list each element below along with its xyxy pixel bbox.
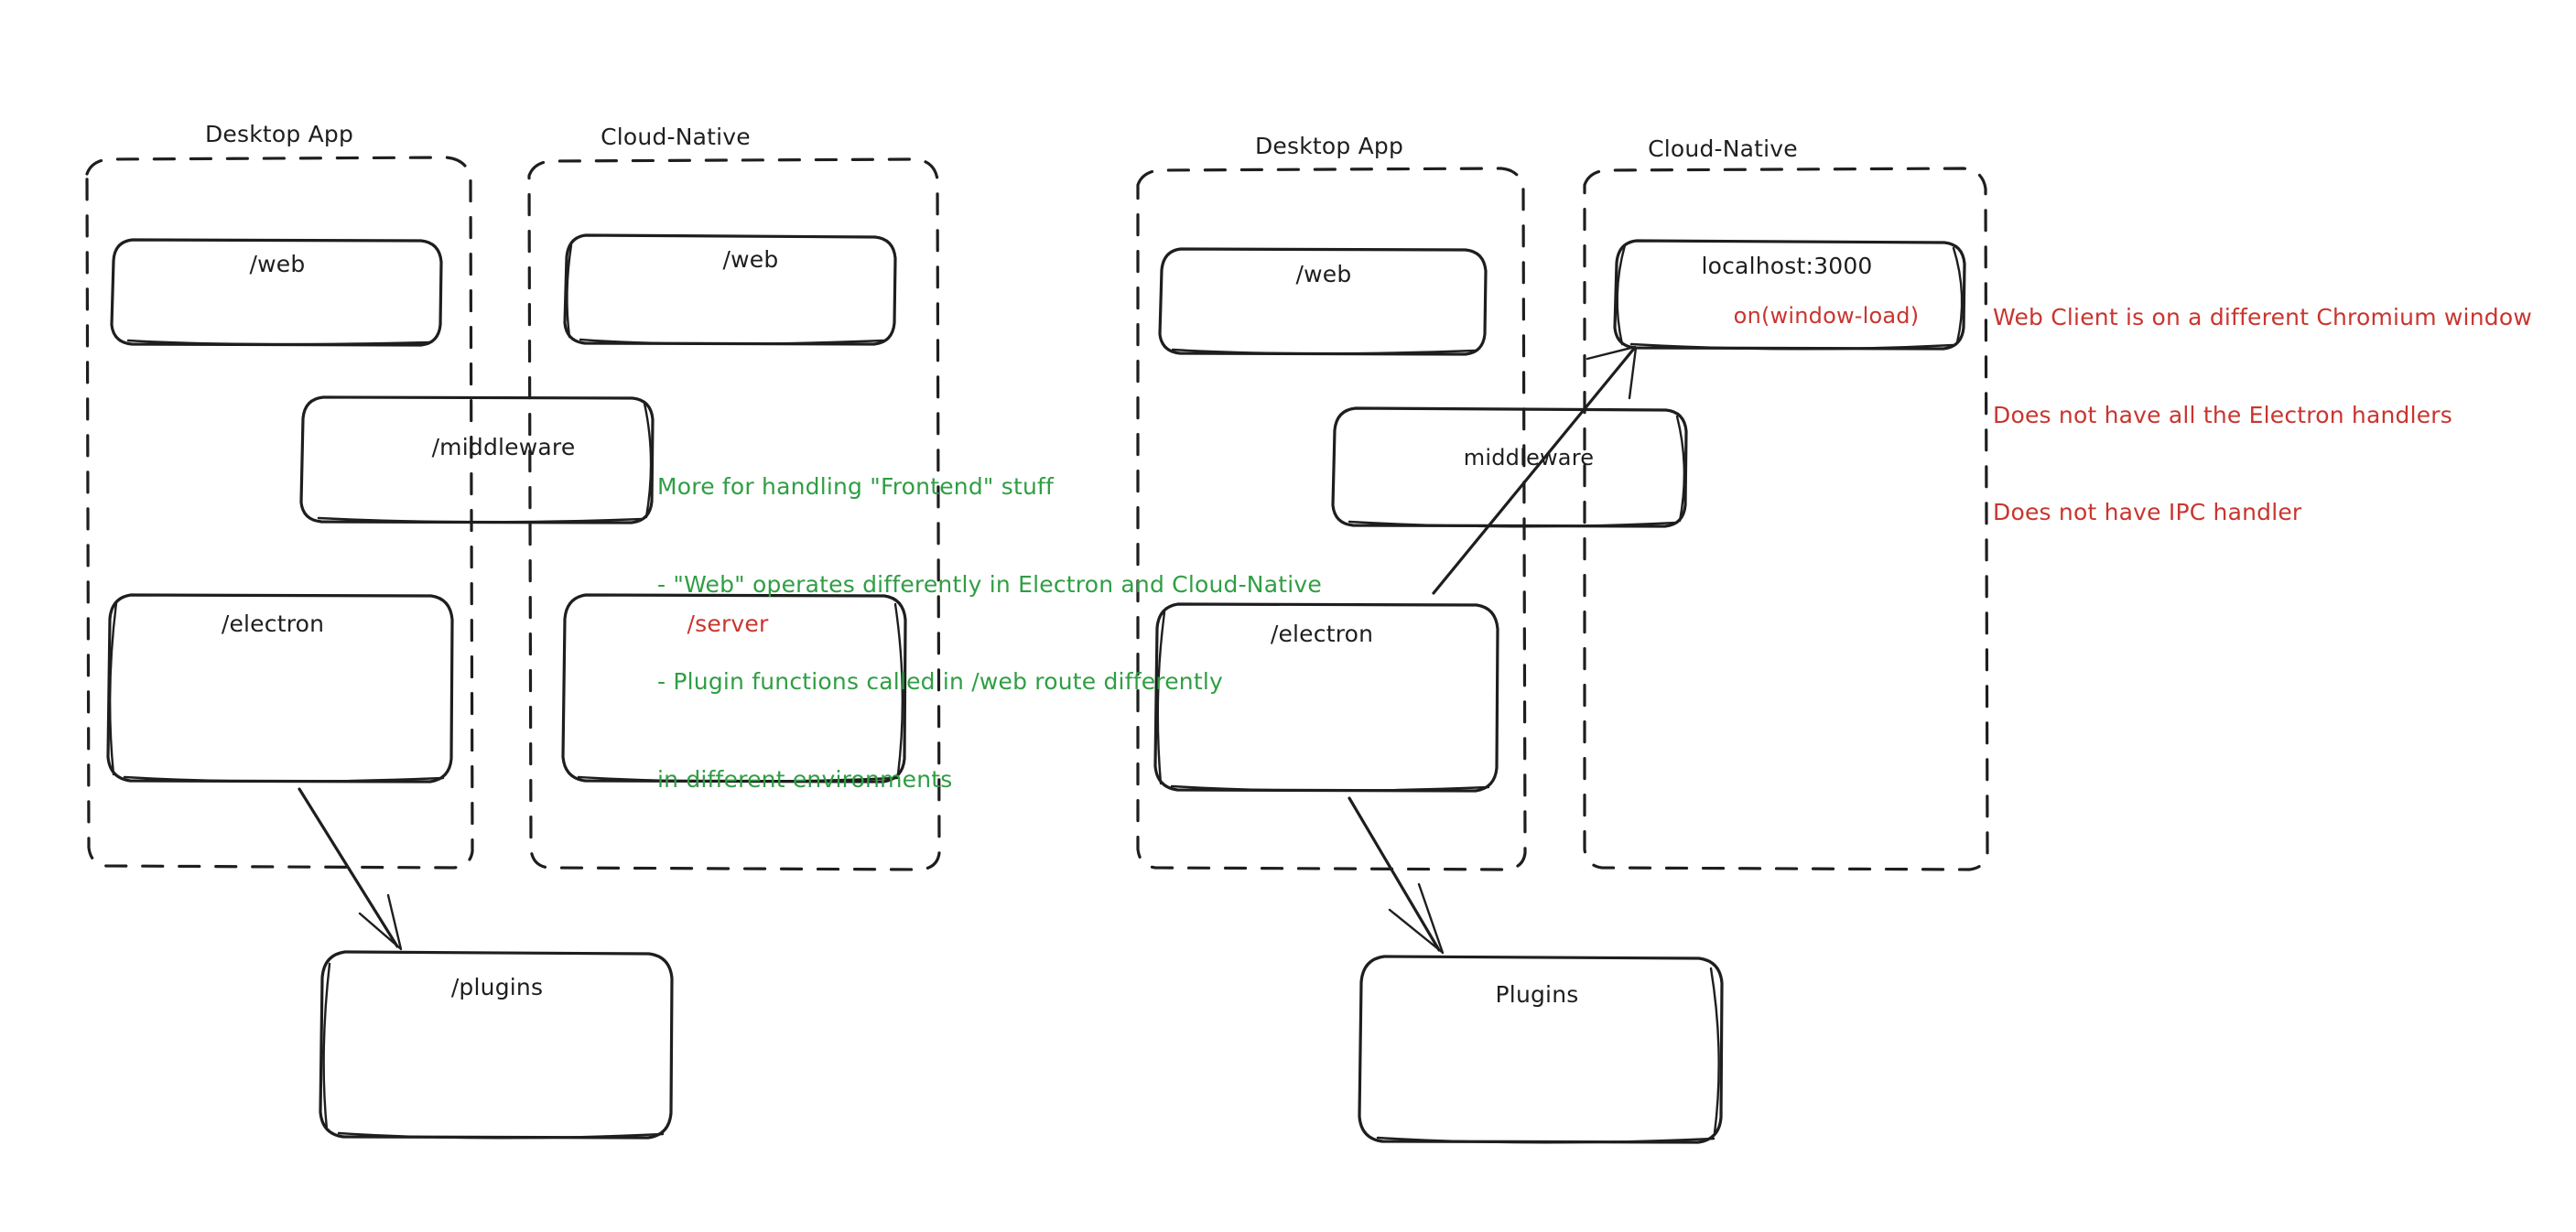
left-plugins-box-label[interactable]: /plugins xyxy=(450,974,544,1000)
right-localhost-box-sublabel[interactable]: on(window-load) xyxy=(1733,303,1920,329)
red-annotation-line-1: Web Client is on a different Chromium wi… xyxy=(1993,304,2532,330)
right-electron-box-label[interactable]: /electron xyxy=(1270,621,1374,647)
green-annotation-note: More for handling "Frontend" stuff - "We… xyxy=(657,405,1322,860)
right-electron-to-localhost-arrow xyxy=(1432,345,1638,595)
left-cloud-web-box-label[interactable]: /web xyxy=(722,246,779,273)
left-cloud-web-box-outline xyxy=(563,233,897,346)
left-electron-to-plugins-arrow xyxy=(298,787,403,951)
left-server-box-label[interactable]: /server xyxy=(687,611,769,637)
right-desktop-web-box-outline xyxy=(1158,247,1488,356)
right-cloud-group-title: Cloud-Native xyxy=(1648,135,1798,162)
left-electron-box-label[interactable]: /electron xyxy=(221,611,325,637)
left-cloud-group-outline xyxy=(527,157,941,871)
right-desktop-group-outline xyxy=(1136,167,1527,871)
red-annotation-line-3: Does not have IPC handler xyxy=(1993,499,2302,525)
green-annotation-line-1: More for handling "Frontend" stuff xyxy=(657,473,1055,500)
red-annotation-note: Web Client is on a different Chromium wi… xyxy=(1993,236,2532,594)
right-electron-box-outline xyxy=(1153,602,1499,793)
left-middleware-box-label[interactable]: /middleware xyxy=(431,434,576,460)
right-middleware-box-label[interactable]: middleware xyxy=(1463,445,1595,470)
right-localhost-box-outline xyxy=(1613,239,1966,351)
left-desktop-web-box-label[interactable]: /web xyxy=(249,251,306,277)
right-plugins-box-label[interactable]: Plugins xyxy=(1495,981,1579,1008)
left-plugins-box-outline xyxy=(319,950,674,1140)
left-desktop-web-box-outline xyxy=(110,238,443,347)
left-desktop-group-title: Desktop App xyxy=(204,121,354,147)
right-localhost-box-label[interactable]: localhost:3000 xyxy=(1701,253,1873,279)
green-annotation-line-3: - Plugin functions called in /web route … xyxy=(657,668,1223,695)
right-plugins-box-outline xyxy=(1358,955,1724,1144)
red-annotation-line-2: Does not have all the Electron handlers xyxy=(1993,401,2453,428)
right-desktop-web-box-label[interactable]: /web xyxy=(1295,261,1352,287)
left-server-box-outline xyxy=(561,593,907,784)
left-cloud-group-title: Cloud-Native xyxy=(601,124,751,150)
left-middleware-box-outline xyxy=(299,395,655,524)
right-cloud-group-outline xyxy=(1583,167,1989,871)
right-desktop-group-title: Desktop App xyxy=(1254,133,1404,159)
right-middleware-box-outline xyxy=(1331,406,1688,528)
right-electron-to-plugins-arrow xyxy=(1348,796,1445,955)
left-desktop-group-outline xyxy=(85,156,474,870)
left-electron-box-outline xyxy=(106,593,454,784)
green-annotation-line-4: in different environments xyxy=(657,765,953,793)
green-annotation-line-2: - "Web" operates differently in Electron… xyxy=(657,570,1322,598)
